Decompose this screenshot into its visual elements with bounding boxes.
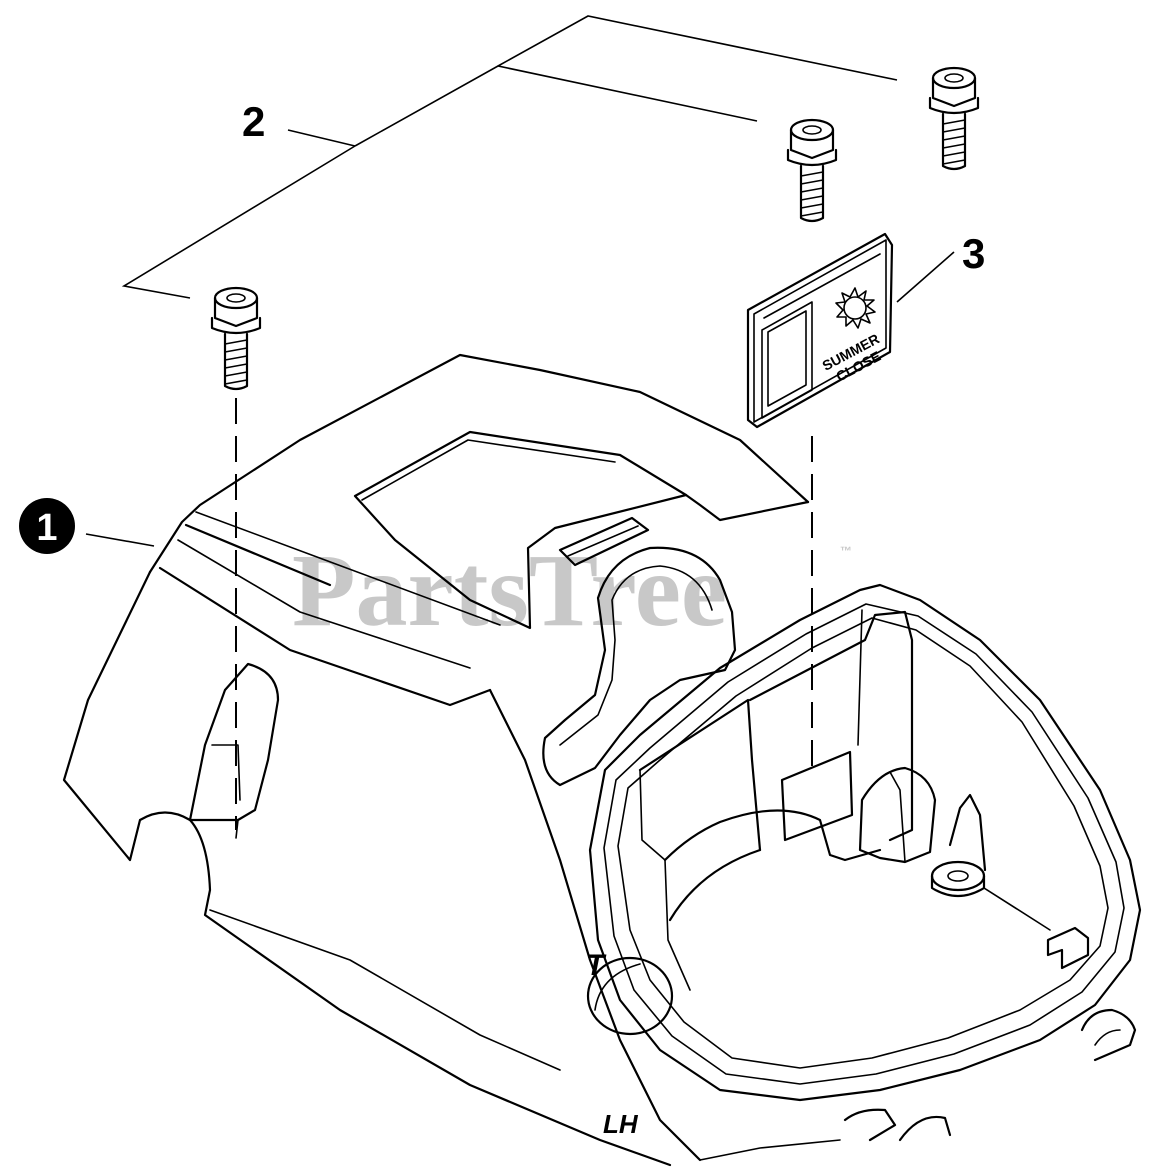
callout-1-label: 1 [36,507,57,549]
callout-1: 1 [19,498,75,554]
housing-mark-lh: LH [603,1109,639,1139]
housing-mark-t: T [586,949,607,982]
screw-left [210,286,262,391]
watermark-trademark: ™ [840,544,852,558]
sun-icon [835,287,876,329]
watermark-text: PartsTree [292,533,727,648]
summer-close-plate: SUMMER CLOSE [746,232,894,429]
cover-housing: T LH [62,353,1142,1167]
watermark: PartsTree ™ [292,533,852,648]
screw-middle [786,118,838,223]
screw-right [928,66,980,171]
callout-3-label: 3 [962,230,985,277]
leader-lines [85,15,955,547]
callout-2-label: 2 [242,98,265,145]
